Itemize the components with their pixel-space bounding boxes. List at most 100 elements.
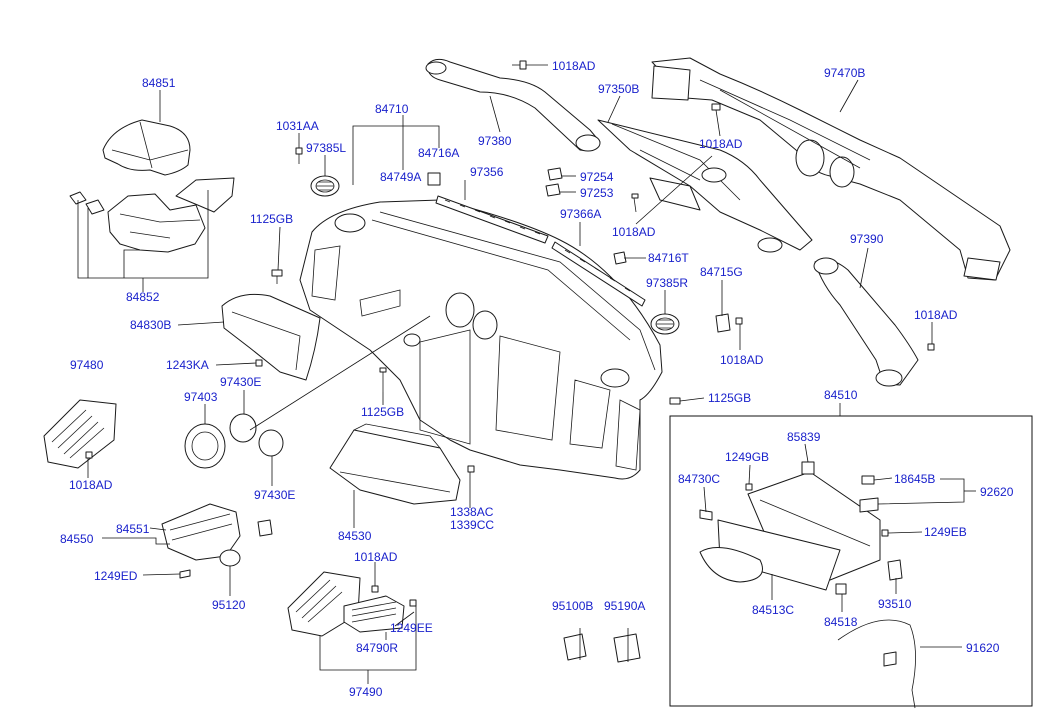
label-97350b[interactable]: 97350B bbox=[598, 82, 639, 96]
nut-1338ac-part bbox=[467, 465, 475, 473]
label-1018ad-84715g[interactable]: 1018AD bbox=[720, 353, 764, 367]
label-92620[interactable]: 92620 bbox=[980, 485, 1014, 499]
center-defroster-duct-part bbox=[597, 119, 813, 253]
label-1018ad-left-vent[interactable]: 1018AD bbox=[69, 478, 113, 492]
label-84851[interactable]: 84851 bbox=[142, 76, 176, 90]
label-97385r[interactable]: 97385R bbox=[646, 276, 688, 290]
label-97253[interactable]: 97253 bbox=[580, 186, 614, 200]
label-84518[interactable]: 84518 bbox=[824, 615, 858, 629]
label-85839[interactable]: 85839 bbox=[787, 430, 821, 444]
cluster-facia-part bbox=[221, 293, 321, 381]
label-1243ka[interactable]: 1243KA bbox=[166, 358, 209, 372]
bolt-1125gb-left-part bbox=[271, 269, 283, 284]
label-97390[interactable]: 97390 bbox=[850, 232, 884, 246]
switch-95190a-part bbox=[613, 633, 641, 663]
label-84550[interactable]: 84550 bbox=[60, 532, 94, 546]
glove-box-part bbox=[699, 461, 903, 595]
label-1125gb-center[interactable]: 1125GB bbox=[361, 405, 404, 419]
left-side-vent-part bbox=[43, 399, 117, 469]
label-1018ad-top[interactable]: 1018AD bbox=[552, 59, 596, 73]
label-1249gb[interactable]: 1249GB bbox=[725, 450, 769, 464]
label-84730c[interactable]: 84730C bbox=[678, 472, 720, 486]
defroster-grille-part bbox=[435, 195, 549, 244]
label-97490[interactable]: 97490 bbox=[349, 685, 383, 699]
label-1018ad-duct[interactable]: 1018AD bbox=[612, 225, 656, 239]
label-1249eb[interactable]: 1249EB bbox=[924, 525, 967, 539]
label-97480[interactable]: 97480 bbox=[70, 358, 104, 372]
switch-95100b-part bbox=[563, 633, 587, 661]
lower-panel-84550-part bbox=[161, 503, 273, 561]
label-1018ad-97490[interactable]: 1018AD bbox=[354, 550, 398, 564]
label-84716t[interactable]: 84716T bbox=[648, 251, 689, 265]
label-97403[interactable]: 97403 bbox=[184, 390, 218, 404]
label-84749a[interactable]: 84749A bbox=[380, 170, 421, 184]
label-97430e-lower[interactable]: 97430E bbox=[254, 488, 295, 502]
label-84530[interactable]: 84530 bbox=[338, 529, 372, 543]
label-97430e-upper[interactable]: 97430E bbox=[220, 375, 261, 389]
label-84513c[interactable]: 84513C bbox=[752, 603, 794, 617]
label-95100b[interactable]: 95100B bbox=[552, 599, 593, 613]
label-1249ee[interactable]: 1249EE bbox=[390, 621, 433, 635]
part-labels: 84851 84852 1031AA 97385L 84710 84716A 8… bbox=[60, 59, 1014, 699]
label-97380[interactable]: 97380 bbox=[478, 134, 512, 148]
label-97366a[interactable]: 97366A bbox=[560, 207, 601, 221]
clips-97254-97253-part bbox=[545, 167, 563, 197]
leader-lines bbox=[77, 64, 976, 684]
left-defroster-duct-part bbox=[425, 58, 601, 152]
label-84551[interactable]: 84551 bbox=[116, 522, 150, 536]
lower-column-shroud-part bbox=[69, 177, 235, 253]
label-97356[interactable]: 97356 bbox=[470, 165, 504, 179]
upper-right-duct-part bbox=[651, 57, 1011, 281]
screw-1249ed-part bbox=[179, 569, 191, 579]
center-vent-84790r-part bbox=[343, 595, 405, 633]
right-side-duct-part bbox=[813, 257, 919, 387]
label-97254[interactable]: 97254 bbox=[580, 170, 614, 184]
label-1125gb-left[interactable]: 1125GB bbox=[250, 212, 293, 226]
bracket-84715g-part bbox=[715, 313, 743, 333]
screw-1018ad-left-vent-part bbox=[85, 451, 93, 459]
screw-1018ad-right-duct-part bbox=[927, 343, 935, 351]
label-84830b[interactable]: 84830B bbox=[130, 318, 171, 332]
lower-tray-84530-part bbox=[329, 423, 461, 505]
glove-box-group-frame bbox=[669, 415, 1033, 707]
label-1338ac[interactable]: 1338AC bbox=[450, 505, 494, 519]
label-1031aa[interactable]: 1031AA bbox=[276, 119, 319, 133]
label-84716a[interactable]: 84716A bbox=[418, 146, 459, 160]
label-97385l[interactable]: 97385L bbox=[306, 141, 346, 155]
label-93510[interactable]: 93510 bbox=[878, 597, 912, 611]
label-84790r[interactable]: 84790R bbox=[356, 641, 398, 655]
label-84715g[interactable]: 84715G bbox=[700, 265, 743, 279]
screw-1018ad-top-part bbox=[512, 60, 527, 70]
label-84710[interactable]: 84710 bbox=[375, 102, 409, 116]
label-95120[interactable]: 95120 bbox=[212, 598, 246, 612]
screw-1031aa-part bbox=[295, 147, 303, 164]
label-91620[interactable]: 91620 bbox=[966, 641, 1000, 655]
screw-1243ka-part bbox=[255, 359, 263, 367]
bolt-1125gb-right-part bbox=[669, 397, 681, 405]
crash-pad-part bbox=[299, 199, 663, 480]
side-defroster-grille-part bbox=[551, 241, 646, 307]
round-vent-97403-part bbox=[184, 413, 284, 469]
bolt-1125gb-center-part bbox=[379, 367, 387, 392]
label-84852[interactable]: 84852 bbox=[126, 290, 160, 304]
label-1249ed[interactable]: 1249ED bbox=[94, 569, 138, 583]
right-round-vent-part bbox=[650, 313, 680, 335]
label-95190a[interactable]: 95190A bbox=[604, 599, 645, 613]
label-97470b[interactable]: 97470B bbox=[824, 66, 865, 80]
label-1018ad-right-duct[interactable]: 1018AD bbox=[914, 308, 958, 322]
label-18645b[interactable]: 18645B bbox=[894, 472, 935, 486]
screw-1018ad-upper-right-part bbox=[711, 103, 721, 111]
right-side-vent-part bbox=[287, 571, 361, 637]
label-84510[interactable]: 84510 bbox=[824, 388, 858, 402]
label-1339cc[interactable]: 1339CC bbox=[450, 518, 494, 532]
upper-column-shroud-part bbox=[102, 119, 191, 176]
label-1125gb-right[interactable]: 1125GB bbox=[708, 391, 751, 405]
switch-95120-part bbox=[219, 549, 241, 567]
label-1018ad-upper-right[interactable]: 1018AD bbox=[699, 137, 743, 151]
screw-1018ad-duct-part bbox=[631, 193, 639, 213]
clip-84716t-part bbox=[613, 251, 627, 265]
left-round-vent-part bbox=[310, 175, 340, 197]
wiring-91620-part bbox=[837, 619, 916, 709]
clip-84716a-part bbox=[427, 172, 441, 186]
